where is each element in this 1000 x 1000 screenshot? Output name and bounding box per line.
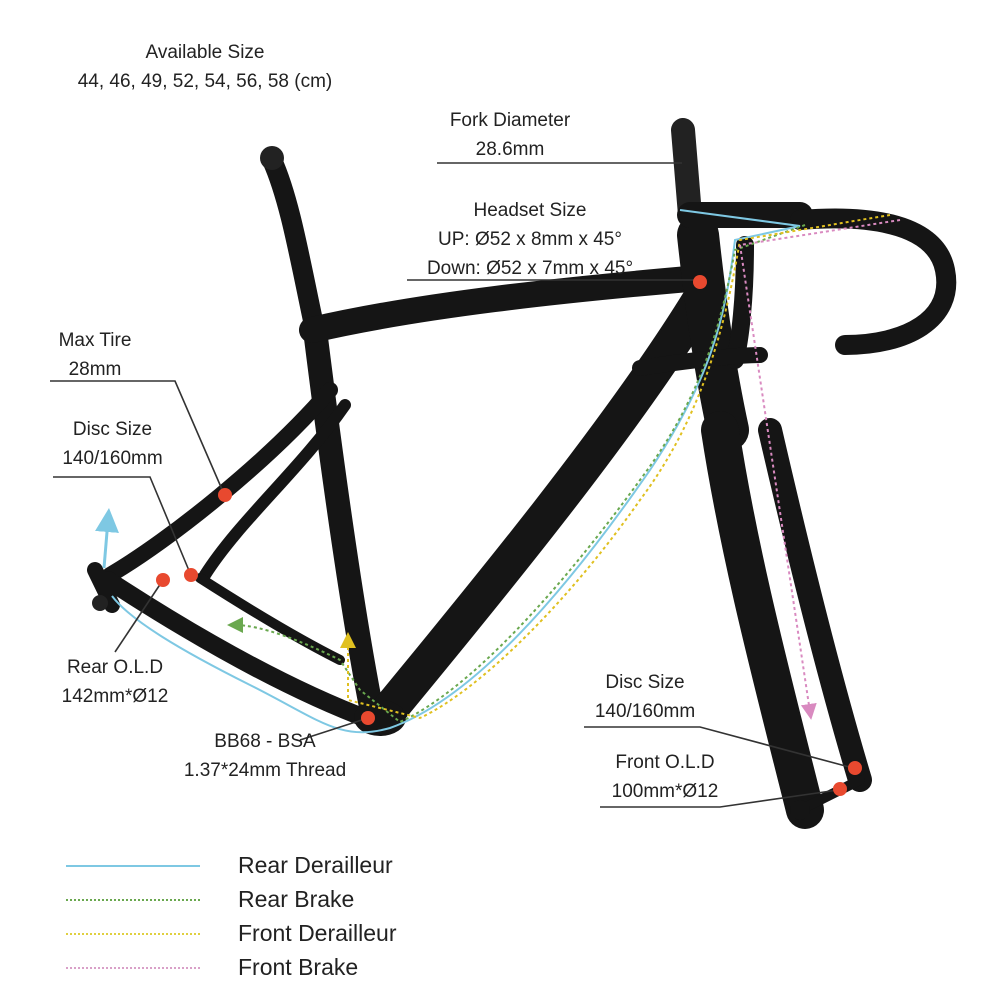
- head-tube: [677, 214, 749, 451]
- available-size-title: Available Size: [145, 42, 265, 63]
- max-tire-value: 28mm: [68, 359, 122, 380]
- fork-diameter-value: 28.6mm: [475, 139, 545, 160]
- rear-derailleur-arrow: [95, 508, 119, 569]
- max-tire-label: Max Tire 28mm: [40, 326, 150, 384]
- front-disc-size-label: Disc Size 140/160mm: [570, 668, 720, 726]
- bottom-bracket-title: BB68 - BSA: [214, 731, 316, 752]
- available-size-value: 44, 46, 49, 52, 54, 56, 58 (cm): [77, 71, 333, 92]
- legend-swatch-rear-brake: [66, 899, 200, 901]
- seat-clamp: [260, 146, 284, 170]
- leader-bb: [299, 717, 369, 741]
- front-old-label: Front O.L.D 100mm*Ø12: [585, 748, 745, 806]
- marker-rear-old: [156, 573, 170, 587]
- rear-disc-size-title: Disc Size: [72, 419, 153, 440]
- leader-rear-old: [114, 579, 164, 653]
- rear-old-title: Rear O.L.D: [66, 657, 164, 678]
- handlebar-top: [632, 347, 768, 376]
- front-disc-size-value: 140/160mm: [594, 701, 696, 722]
- legend-item-front-brake: Front Brake: [60, 950, 520, 984]
- front-derailleur-cable: [340, 214, 891, 720]
- legend-label-front-derailleur: Front Derailleur: [238, 920, 397, 946]
- marker-headset: [693, 275, 707, 289]
- rear-brake-cable: [227, 224, 806, 724]
- leader-front-old: [600, 789, 839, 808]
- cockpit: [632, 118, 957, 829]
- front-axle: [795, 775, 865, 815]
- front-old-value: 100mm*Ø12: [611, 781, 719, 802]
- steerer: [671, 118, 702, 227]
- leader-rear-disc: [53, 476, 191, 574]
- bottom-bracket-label: BB68 - BSA 1.37*24mm Thread: [155, 727, 375, 785]
- rear-old-label: Rear O.L.D 142mm*Ø12: [40, 653, 190, 711]
- rear-old-value: 142mm*Ø12: [61, 686, 169, 707]
- headset-size-title: Headset Size: [473, 200, 587, 221]
- top-tube: [299, 265, 713, 343]
- seat-stay-inner: [199, 399, 351, 581]
- front-dropout: [790, 800, 810, 820]
- legend-swatch-front-derailleur: [66, 933, 200, 935]
- fork-leg-right: [758, 418, 872, 792]
- seat-tube: [303, 318, 384, 724]
- front-disc-size-title: Disc Size: [605, 672, 685, 693]
- chain-stay-inner: [195, 573, 345, 665]
- chain-stay: [99, 571, 379, 729]
- rear-disc-size-label: Disc Size 140/160mm: [40, 415, 185, 473]
- rear-dropout: [87, 562, 120, 613]
- legend-item-rear-derailleur: Rear Derailleur: [60, 848, 520, 882]
- bottom-bracket-value: 1.37*24mm Thread: [183, 760, 347, 781]
- derailleur-hanger: [92, 595, 108, 611]
- fork-diameter-label: Fork Diameter 28.6mm: [425, 106, 595, 164]
- rear-disc-size-value: 140/160mm: [62, 448, 163, 469]
- cable-routing: [95, 209, 901, 734]
- rear-derailleur-cable: [111, 209, 801, 734]
- front-old-title: Front O.L.D: [615, 752, 715, 773]
- headset-size-label: Headset Size UP: Ø52 x 8mm x 45° Down: Ø…: [395, 196, 665, 283]
- legend-label-front-brake: Front Brake: [238, 954, 359, 980]
- marker-max-tire: [218, 488, 232, 502]
- seatpost: [262, 150, 325, 340]
- marker-front-disc: [848, 761, 862, 775]
- legend-swatch-front-brake: [66, 967, 200, 969]
- down-tube: [367, 282, 718, 733]
- headset-size-down: Down: Ø52 x 7mm x 45°: [426, 258, 634, 279]
- available-size-label: Available Size 44, 46, 49, 52, 54, 56, 5…: [40, 38, 370, 96]
- marker-rear-disc: [184, 568, 198, 582]
- legend-label-rear-derailleur: Rear Derailleur: [238, 852, 393, 878]
- markers: [156, 275, 862, 796]
- front-brake-cable: [738, 219, 901, 720]
- leader-lines: [50, 162, 854, 808]
- handlebar-drop: [790, 208, 957, 355]
- fork-leg-left: [701, 411, 824, 829]
- headset-size-up: UP: Ø52 x 8mm x 45°: [438, 229, 622, 250]
- leader-front-disc: [584, 726, 854, 769]
- legend-swatch-rear-derailleur: [66, 865, 200, 867]
- fork-diameter-title: Fork Diameter: [449, 110, 571, 131]
- legend-item-rear-brake: Rear Brake: [60, 882, 520, 916]
- marker-bb: [361, 711, 375, 725]
- marker-front-old: [833, 782, 847, 796]
- leader-max-tire: [50, 380, 225, 495]
- legend-label-rear-brake: Rear Brake: [238, 886, 355, 912]
- legend-item-front-derailleur: Front Derailleur: [60, 916, 520, 950]
- max-tire-title: Max Tire: [58, 330, 132, 351]
